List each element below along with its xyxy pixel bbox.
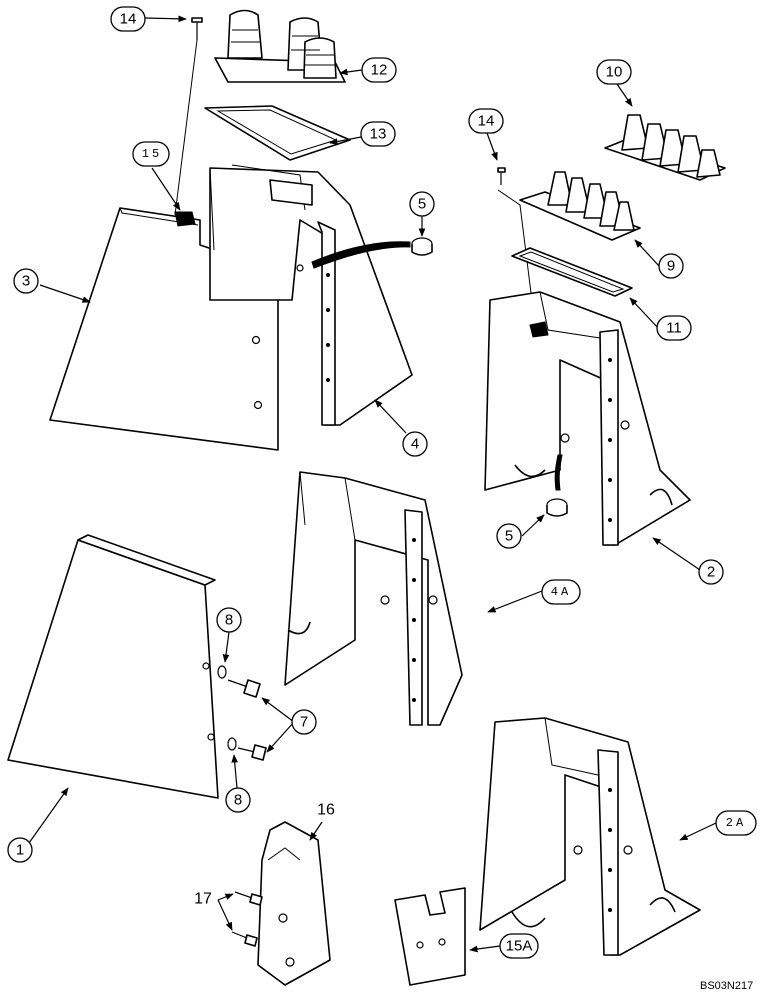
- bracket-part-4: [209, 164, 413, 426]
- callout-13-label: 13: [370, 126, 387, 143]
- washer-part-8-upper: [217, 665, 227, 679]
- bracket-part-4a: [284, 471, 463, 726]
- callout-15-label: 15: [142, 147, 162, 161]
- callout-13: 13: [360, 121, 396, 147]
- callout-10-label: 10: [606, 64, 623, 81]
- callout-4a-label: 4A: [551, 585, 571, 599]
- callout-16: 16: [317, 802, 335, 819]
- screw-part-7-lower: [237, 744, 267, 761]
- callout-12-label: 12: [371, 62, 388, 79]
- pad-part-15a: [394, 887, 466, 986]
- washer-part-8-lower: [227, 737, 237, 751]
- callout-3-label: 3: [22, 273, 30, 290]
- callout-8-lower: 8: [225, 787, 251, 813]
- callout-3: 3: [13, 268, 39, 294]
- callout-14-right-label: 14: [478, 113, 495, 130]
- boot-assembly-part-12: [214, 9, 346, 83]
- callout-11-label: 11: [666, 320, 682, 337]
- boot-assembly-part-9: [519, 171, 641, 241]
- callout-15a: 15A: [499, 933, 539, 959]
- callout-5-upper-label: 5: [418, 196, 426, 213]
- callout-4a: 4A: [541, 579, 581, 605]
- callout-16-label: 16: [317, 802, 335, 819]
- callout-2: 2: [698, 559, 724, 585]
- callout-10: 10: [596, 59, 632, 85]
- screw-part-7-upper: [227, 679, 261, 698]
- callout-5-lower: 5: [496, 523, 522, 549]
- callout-2-label: 2: [707, 564, 715, 581]
- boot-assembly-part-10: [604, 114, 726, 181]
- callout-4-label: 4: [411, 436, 419, 453]
- callout-11: 11: [656, 315, 692, 341]
- callout-14-top-left: 14: [110, 6, 146, 32]
- callout-1-label: 1: [16, 842, 24, 859]
- bracket-part-2a: [479, 717, 701, 956]
- screw-part-14-right: [497, 167, 536, 326]
- clip-part-15: [174, 211, 196, 227]
- bracket-part-16: [257, 821, 331, 986]
- callout-1: 1: [7, 837, 33, 863]
- callout-12: 12: [361, 57, 397, 83]
- callout-17-label: 17: [194, 891, 212, 908]
- callout-2a-label: 2A: [726, 816, 746, 830]
- screw-part-14-left: [174, 17, 203, 216]
- callout-9: 9: [658, 253, 684, 279]
- plug-part-5-lower: [546, 498, 568, 517]
- plate-part-13: [204, 105, 351, 161]
- gasket-part-11: [511, 247, 633, 297]
- callout-15a-label: 15A: [506, 938, 533, 955]
- callout-17: 17: [194, 891, 212, 908]
- callout-8-upper: 8: [216, 607, 242, 633]
- callout-8-lower-label: 8: [234, 792, 242, 809]
- screw-part-17: [231, 891, 263, 947]
- callout-14-right: 14: [468, 108, 504, 134]
- callout-5-lower-label: 5: [505, 528, 513, 545]
- callout-5-upper: 5: [409, 191, 435, 217]
- callout-7: 7: [291, 709, 317, 735]
- callout-9-label: 9: [667, 258, 675, 275]
- callout-2a: 2A: [715, 810, 757, 836]
- callout-7-label: 7: [300, 714, 308, 731]
- leader-lines: [28, 15, 717, 953]
- cover-part-1: [7, 534, 219, 799]
- drawing-code: BS03N217: [700, 980, 753, 992]
- callout-14-label: 14: [120, 11, 137, 28]
- bracket-part-2: [484, 291, 691, 546]
- callout-15: 15: [132, 141, 170, 167]
- callout-4: 4: [402, 431, 428, 457]
- plug-part-5-upper: [411, 237, 433, 256]
- callout-8-upper-label: 8: [225, 612, 233, 629]
